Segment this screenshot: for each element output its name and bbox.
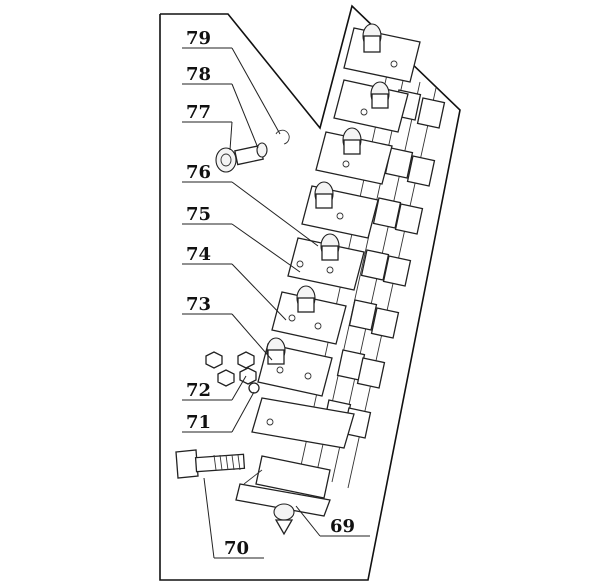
callout-labels: 79 78 77 76 75 74 73 72 71 70 69 bbox=[186, 28, 355, 559]
callout-74: 74 bbox=[186, 244, 211, 265]
roller-pin-clip bbox=[215, 129, 290, 173]
callout-78: 78 bbox=[186, 64, 211, 85]
bottom-bracket bbox=[235, 455, 331, 536]
rollers bbox=[266, 23, 390, 365]
callout-76: 76 bbox=[186, 162, 211, 183]
callout-73: 73 bbox=[186, 294, 211, 315]
callout-70: 70 bbox=[224, 538, 249, 559]
leader-lines bbox=[182, 47, 370, 559]
nuts-washers bbox=[205, 351, 260, 394]
chain-links bbox=[322, 89, 446, 439]
callout-69: 69 bbox=[330, 516, 355, 537]
callout-75: 75 bbox=[186, 204, 211, 225]
callout-77: 77 bbox=[186, 102, 211, 123]
bolt-70 bbox=[175, 449, 246, 479]
callout-72: 72 bbox=[186, 380, 211, 401]
callout-71: 71 bbox=[186, 412, 211, 433]
callout-79: 79 bbox=[186, 28, 211, 49]
